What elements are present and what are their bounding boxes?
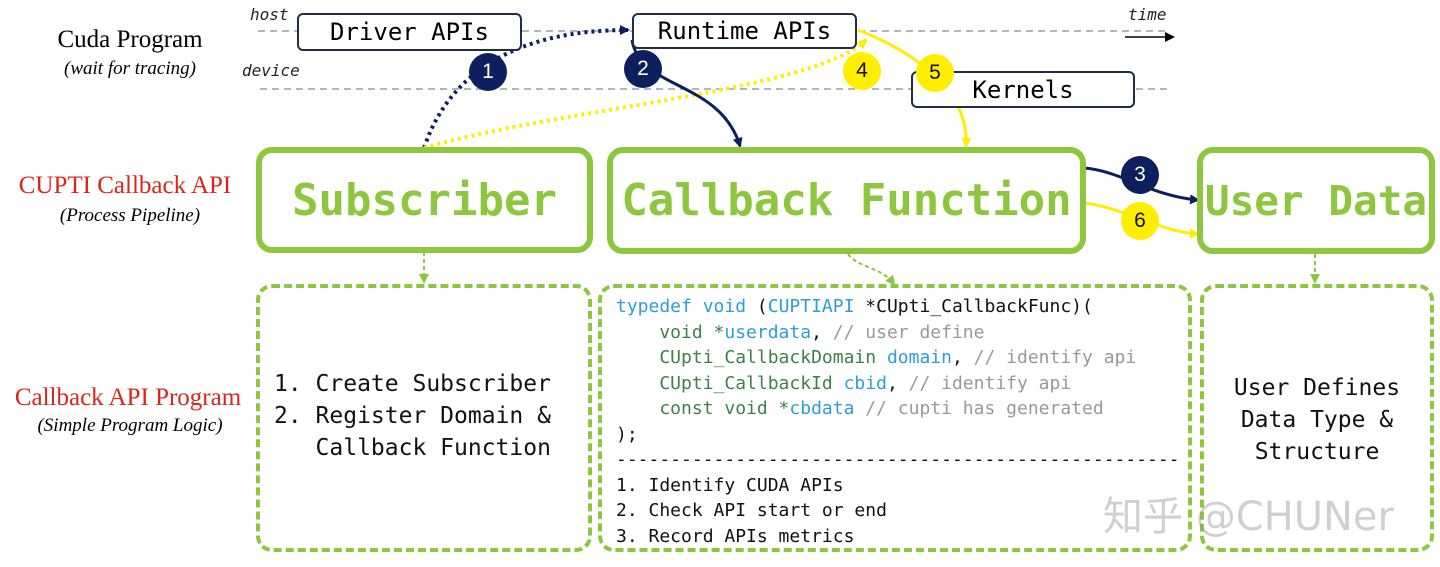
step-6-badge: 6	[1121, 202, 1159, 240]
user-defines-line-3: Structure	[1254, 439, 1380, 465]
callback-function-title: Callback Function	[621, 175, 1072, 226]
user-data-title: User Data	[1204, 176, 1428, 225]
cuda-program-title: Cuda Program	[57, 26, 203, 53]
runtime-apis-box: Runtime APIs	[632, 13, 857, 49]
arrow-step-1	[422, 25, 630, 149]
driver-apis-box: Driver APIs	[297, 13, 522, 51]
subscriber-steps-text: 1. Create Subscriber 2. Register Domain …	[274, 368, 551, 464]
callback-function-box: Callback Function	[607, 147, 1086, 254]
user-defines-box: User Defines Data Type & Structure	[1200, 284, 1434, 552]
step-1-badge: 1	[469, 53, 507, 91]
arrow-step-4	[423, 38, 868, 150]
subscriber-title: Subscriber	[292, 174, 557, 226]
callback-program-title: Callback API Program	[14, 384, 242, 411]
host-label: host	[250, 5, 289, 24]
callback-program-subtitle: (Simple Program Logic)	[37, 415, 223, 436]
device-label: device	[242, 61, 300, 80]
callback-code-box: typedef void (CUPTIAPI *CUpti_CallbackFu…	[598, 284, 1192, 552]
time-label: time	[1128, 5, 1167, 24]
cupti-callback-title: CUPTI Callback API	[18, 172, 232, 199]
subscriber-step-2: 2. Register Domain &	[274, 403, 551, 429]
user-defines-line-1: User Defines	[1233, 375, 1401, 401]
step-5-badge: 5	[916, 54, 954, 92]
step-2-badge: 2	[624, 50, 662, 88]
subscriber-steps-box: 1. Create Subscriber 2. Register Domain …	[256, 284, 592, 552]
user-defines-text: User Defines Data Type & Structure	[1204, 372, 1430, 468]
subscriber-step-1: 1. Create Subscriber	[274, 371, 551, 397]
step-3-badge: 3	[1121, 156, 1159, 194]
user-data-box: User Data	[1197, 147, 1435, 254]
step-4-badge: 4	[843, 52, 881, 90]
callback-signature-code: typedef void (CUPTIAPI *CUpti_CallbackFu…	[616, 296, 1180, 547]
subscriber-step-2-cont: Callback Function	[274, 435, 551, 461]
connector-callback-down	[847, 253, 896, 286]
cuda-program-subtitle: (wait for tracing)	[64, 58, 196, 79]
watermark-text: 知乎 @CHUNer	[1103, 494, 1394, 540]
cupti-callback-subtitle: (Process Pipeline)	[59, 205, 201, 226]
user-defines-line-2: Data Type &	[1240, 407, 1394, 433]
subscriber-box: Subscriber	[256, 147, 593, 253]
